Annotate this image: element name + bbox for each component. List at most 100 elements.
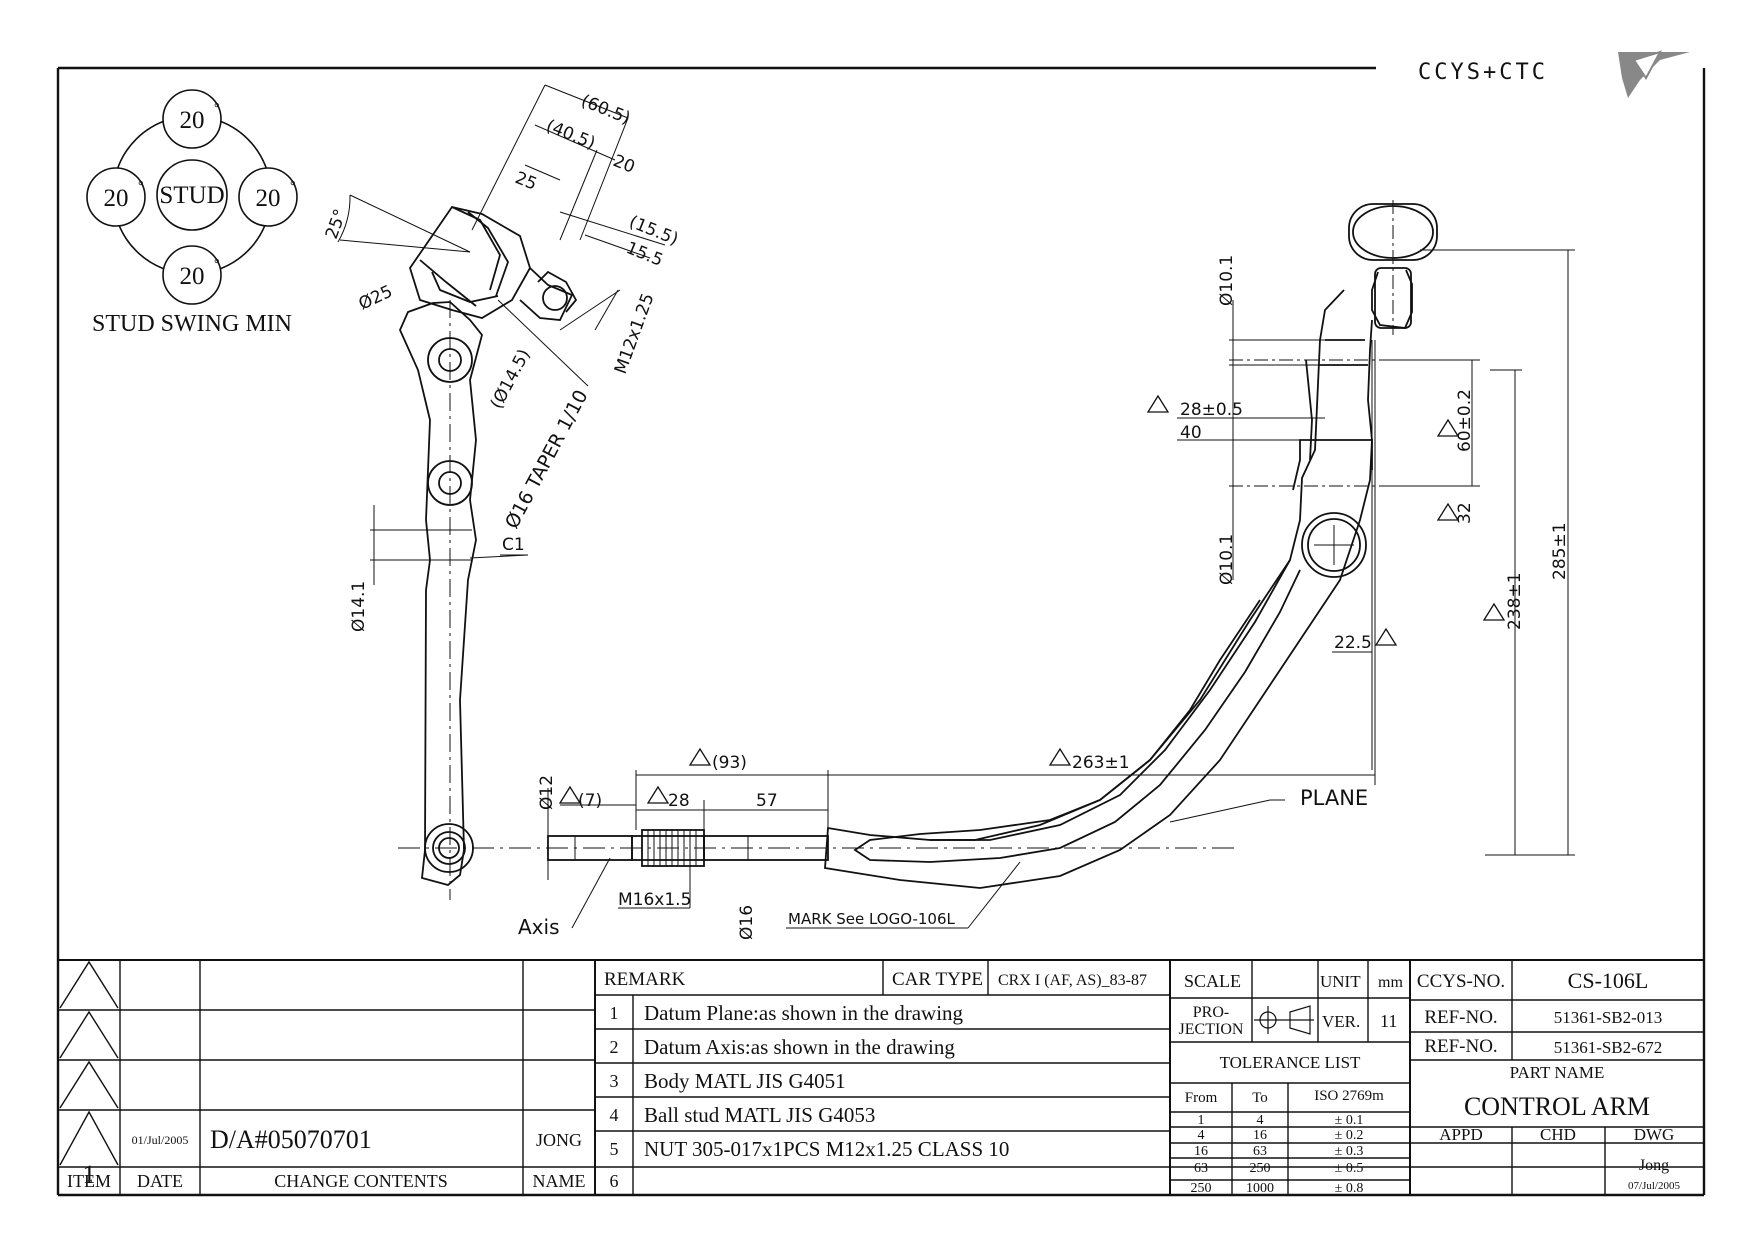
dim-dia-14-1: Ø14.1 <box>349 581 369 632</box>
mark-note: MARK See LOGO-106L <box>788 910 955 928</box>
header-change-contents: CHANGE CONTENTS <box>274 1171 448 1191</box>
svg-text:1: 1 <box>1198 1113 1205 1128</box>
ball-joint-head <box>409 205 578 321</box>
scale-block: SCALE UNIT mm PRO- JECTION VER. 11 TOLER… <box>1179 971 1404 1072</box>
swing-angle-left: 20 <box>104 185 129 212</box>
revision-contents-1: D/A#05070701 <box>210 1125 372 1154</box>
svg-text:± 0.2: ± 0.2 <box>1335 1128 1364 1143</box>
stud-swing-diagram <box>86 89 298 305</box>
remark-header: REMARK <box>604 969 686 990</box>
header-name: NAME <box>533 1171 586 1191</box>
unit-label: UNIT <box>1320 972 1361 991</box>
ccys-no-label: CCYS-NO. <box>1417 971 1505 992</box>
revision-date-1: 01/Jul/2005 <box>132 1133 189 1147</box>
warning-triangle-icon <box>1374 627 1398 646</box>
dwg-label: DWG <box>1634 1125 1675 1144</box>
svg-text:°: ° <box>214 257 220 272</box>
dim-20: 20 <box>610 151 638 178</box>
ver-label: VER. <box>1322 1012 1360 1031</box>
swing-angle-right: 20 <box>256 185 281 212</box>
swing-center-label: STUD <box>159 182 224 209</box>
warning-triangle-icon <box>1436 418 1460 437</box>
dim-dia-12: Ø12 <box>537 775 557 810</box>
dim-40-5: (40.5) <box>543 116 598 154</box>
dim-60: 60±0.2 <box>1455 389 1475 452</box>
svg-text:°: ° <box>290 179 296 194</box>
dim-263: 263±1 <box>1072 753 1130 773</box>
svg-text:To: To <box>1252 1090 1268 1106</box>
car-type-label: CAR TYPE <box>892 969 983 990</box>
svg-text:4: 4 <box>1198 1128 1205 1143</box>
warning-triangle-icon <box>646 785 670 804</box>
tolerance-table: From To ISO 2769m 1 4 ± 0.1 4 16 ± 0.2 1… <box>1185 1088 1384 1196</box>
warning-triangle-icon <box>558 785 582 804</box>
dim-28: 28±0.5 <box>1180 400 1243 420</box>
svg-text:250: 250 <box>1250 1161 1271 1176</box>
svg-text:2: 2 <box>610 1037 619 1057</box>
bushing-pin <box>547 829 829 867</box>
projection-label-1: PRO- <box>1193 1004 1229 1021</box>
critical-dimension-markers <box>558 394 1506 804</box>
svg-text:± 0.3: ± 0.3 <box>1335 1144 1364 1159</box>
revision-item-1: 1 <box>83 1160 96 1189</box>
svg-text:1000: 1000 <box>1246 1181 1274 1196</box>
third-angle-projection-icon <box>1254 1005 1314 1035</box>
swing-angle-bottom: 20 <box>180 263 205 290</box>
ver-value: 11 <box>1380 1011 1397 1031</box>
dim-dia-25: Ø25 <box>356 282 396 315</box>
sheet-border <box>56 66 1706 1197</box>
remark-2: Datum Axis:as shown in the drawing <box>644 1035 955 1059</box>
dim-28-pin: 28 <box>668 791 690 811</box>
revision-name-1: JONG <box>536 1130 582 1150</box>
swing-angle-top: 20 <box>180 107 205 134</box>
remark-5: NUT 305-017x1PCS M12x1.25 CLASS 10 <box>644 1137 1009 1161</box>
dim-dia-10-1-top: Ø10.1 <box>1217 255 1237 306</box>
svg-text:4: 4 <box>1257 1113 1264 1128</box>
remark-1: Datum Plane:as shown in the drawing <box>644 1001 964 1025</box>
arm-top-view <box>824 200 1438 889</box>
warning-triangle-icon <box>1482 602 1506 621</box>
dim-c1: C1 <box>502 535 525 555</box>
warning-triangle-icon <box>688 747 712 766</box>
dwg-date: 07/Jul/2005 <box>1628 1180 1680 1192</box>
company-logo: CCYS+CTC <box>1418 50 1690 98</box>
remark-4: Ball stud MATL JIS G4053 <box>644 1103 875 1127</box>
ref2-label: REF-NO. <box>1424 1036 1497 1057</box>
ccys-no-value: CS-106L <box>1568 968 1649 993</box>
car-type-value: CRX I (AF, AS)_83-87 <box>998 972 1147 989</box>
part-name-value: CONTROL ARM <box>1464 1092 1650 1121</box>
dim-dia-14-5: (Ø14.5) <box>487 346 535 412</box>
dim-7: (7) <box>578 791 602 811</box>
title-block-grid <box>58 960 1704 1195</box>
dim-25: 25 <box>512 168 540 195</box>
warning-triangle-icon <box>1146 394 1170 413</box>
dim-dia-16: Ø16 <box>737 905 757 940</box>
appd-label: APPD <box>1439 1125 1482 1144</box>
dim-93: (93) <box>712 753 747 773</box>
svg-text:250: 250 <box>1191 1181 1212 1196</box>
svg-text:63: 63 <box>1194 1161 1208 1176</box>
remark-3: Body MATL JIS G4051 <box>644 1069 846 1093</box>
dimension-labels: (60.5) (40.5) 20 25 (15.5) 15.5 25° Ø25 … <box>322 91 1570 940</box>
dim-taper: Ø16 TAPER 1/10 <box>501 386 593 532</box>
svg-text:5: 5 <box>610 1139 619 1159</box>
warning-triangle-icon <box>1048 747 1072 766</box>
svg-text:ISO 2769m: ISO 2769m <box>1314 1088 1384 1104</box>
unit-value: mm <box>1378 974 1403 991</box>
dwg-value: Jong <box>1639 1157 1669 1174</box>
title-block: CCYS-NO. CS-106L REF-NO. 51361-SB2-013 R… <box>1417 968 1681 1192</box>
swing-caption: STUD SWING MIN <box>92 311 292 337</box>
chd-label: CHD <box>1540 1125 1576 1144</box>
svg-text:3: 3 <box>610 1071 619 1091</box>
ref2-value: 51361-SB2-672 <box>1554 1038 1663 1057</box>
svg-text:16: 16 <box>1253 1128 1267 1143</box>
arm-side-view <box>398 300 1235 900</box>
dim-angle-25: 25° <box>322 207 351 242</box>
stud-swing-labels: 20 20 20 20 ° ° ° ° STUD STUD SWING MIN <box>92 101 296 337</box>
dim-40: 40 <box>1180 423 1202 443</box>
ref1-label: REF-NO. <box>1424 1007 1497 1028</box>
dim-m16: M16x1.5 <box>618 890 691 910</box>
svg-text:± 0.5: ± 0.5 <box>1335 1161 1364 1176</box>
dim-22-5: 22.5 <box>1334 633 1372 653</box>
scale-label: SCALE <box>1184 971 1241 991</box>
